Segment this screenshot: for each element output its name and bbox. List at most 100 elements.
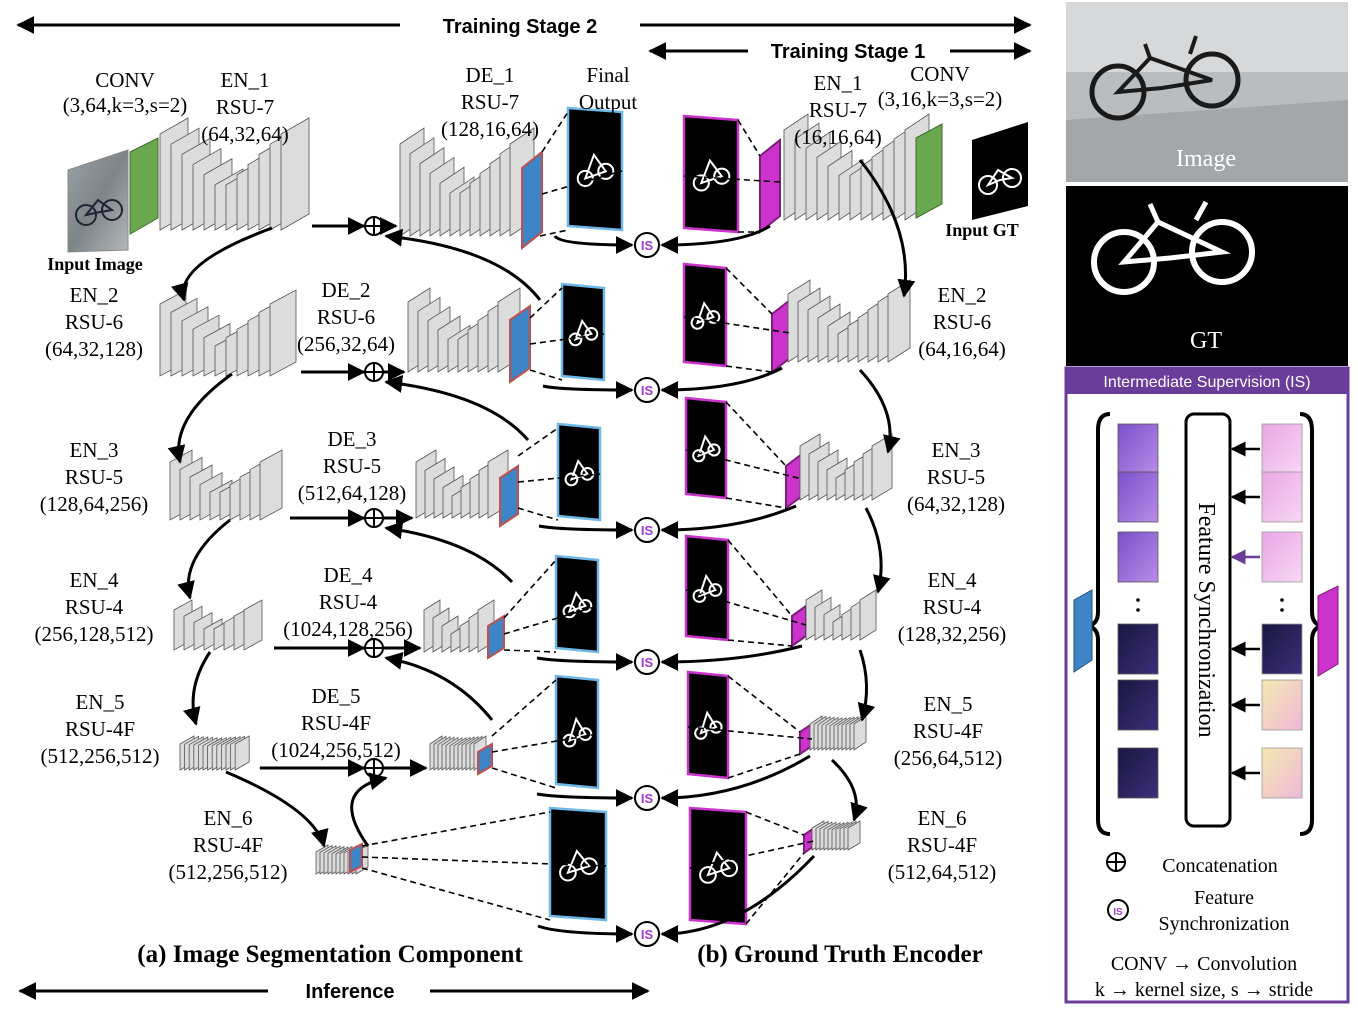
gt-dash-top-3 — [725, 401, 787, 467]
left-decoder-de5-label-line-2: RSU-4F — [301, 711, 371, 735]
caption-ground-truth-encoder: (b) Ground Truth Encoder — [697, 941, 982, 968]
gt-encoder-en3-label-line-1: EN_3 — [932, 438, 981, 462]
is-gt-feature-map-5 — [1261, 679, 1303, 731]
gt-dash-top-4 — [727, 539, 793, 617]
inference-label: Inference — [306, 981, 395, 1003]
concat-node-2 — [364, 362, 384, 382]
legend-fs-label-1: Feature — [1194, 887, 1254, 909]
left-mask-dash-bot-6 — [361, 867, 551, 921]
is-gt-feature-map-2 — [1261, 471, 1303, 523]
left-decoder-de3-label-line-1: DE_3 — [328, 427, 377, 451]
left-decoder-de3-label-line-3: (512,64,128) — [298, 481, 407, 505]
conv-right-params: (3,16,k=3,s=2) — [878, 87, 1003, 111]
left-encoder-en4-label-line-3: (256,128,512) — [35, 622, 154, 646]
final-output-label-line-1: Final — [586, 63, 629, 87]
is-decoder-feature-map-2 — [1117, 471, 1159, 523]
is-gt-feature-map-4 — [1261, 623, 1303, 675]
is-arrow-from-right-2 — [660, 366, 783, 399]
is-decoder-feature-map-6 — [1117, 747, 1159, 799]
left-encoder-en1-label-line-3: (64,32,64) — [201, 122, 289, 146]
is-arrow-from-left-4 — [536, 652, 634, 671]
is-decoder-feature-map-3 — [1117, 531, 1159, 583]
left-encoder-en2-label-line-3: (64,32,128) — [45, 337, 143, 361]
is-node-6: IS — [634, 921, 660, 947]
left-decoder-de1 — [399, 127, 535, 237]
left-encoder-en1-label-line-1: EN_1 — [221, 68, 270, 92]
left-decoder-de4-label-line-3: (1024,128,256) — [283, 617, 413, 641]
gt-dash-bot-3 — [725, 497, 787, 509]
gt-side-feature-4 — [791, 604, 807, 648]
decoder-side-output-3 — [499, 464, 519, 528]
left-mask-dash-bot-1 — [539, 229, 569, 237]
inference-arrow: Inference — [18, 981, 650, 1003]
left-mask-dash-mid-4 — [503, 605, 599, 635]
left-encoder-en2 — [159, 289, 297, 377]
gt-encoder-en3-label-line-3: (64,32,128) — [907, 492, 1005, 516]
gt-input-mask-2 — [682, 262, 728, 368]
gt-dash-mid-6 — [689, 840, 815, 869]
sample-image-panel: Image — [1066, 2, 1348, 182]
left-encoder-en3-label-line-2: RSU-5 — [65, 465, 123, 489]
right-downsample-arrow-2 — [858, 368, 901, 454]
training-stage-2-arrow: Training Stage 2 — [16, 16, 1032, 38]
sample-gt-panel: GT — [1066, 186, 1348, 366]
left-decoder-de1-label-line-1: DE_1 — [466, 63, 515, 87]
is-gt-side-feature — [1317, 585, 1339, 677]
gt-input-mask-6 — [688, 806, 748, 926]
en6-side-output — [349, 842, 363, 874]
left-encoder-en3-label-line-3: (128,64,256) — [40, 492, 149, 516]
is-node-4: IS — [634, 649, 660, 675]
training-stage-1-arrow: Training Stage 1 — [648, 41, 1032, 63]
is-gt-feature-map-1 — [1261, 423, 1303, 475]
gt-encoder-en1-label-line-3: (16,16,64) — [794, 125, 882, 149]
gt-input-mask-5 — [686, 670, 730, 780]
is-decoder-feature-map-5 — [1117, 679, 1159, 731]
ellipsis-dot-2 — [1136, 608, 1140, 612]
gt-dash-top-1 — [737, 119, 761, 157]
upsample-arrow-4 — [384, 652, 494, 721]
concat-node-1 — [364, 216, 384, 236]
decoder-side-output-4 — [487, 614, 505, 660]
gt-dash-mid-5 — [687, 726, 813, 740]
left-mask-dash-mid-5 — [491, 733, 599, 753]
gt-dash-bot-4 — [727, 639, 793, 647]
decoder-side-output-1 — [521, 149, 543, 251]
left-mask-dash-mid-3 — [517, 473, 601, 483]
is-decoder-feature-map-4 — [1117, 623, 1159, 675]
concat-node-4 — [364, 638, 384, 658]
svg-text:IS: IS — [641, 383, 654, 398]
is-arrow-from-left-2 — [542, 380, 634, 399]
gt-encoder-en5-label-line-1: EN_5 — [924, 692, 973, 716]
conv-left-title: CONV — [95, 68, 155, 92]
left-encoder-en2-label-line-2: RSU-6 — [65, 310, 123, 334]
is-arrow-from-left-5 — [536, 788, 634, 807]
is-gt-feature-map-6 — [1261, 747, 1303, 799]
feature-sync-label: Feature Synchronization — [1193, 502, 1219, 737]
upsample-arrow-2 — [384, 374, 530, 441]
is-gt-feature-map-3 — [1261, 531, 1303, 583]
left-mask-dash-mid-6 — [361, 856, 607, 867]
is-node-1: IS — [634, 232, 660, 258]
gt-dash-mid-2 — [683, 316, 791, 334]
right-downsample-arrow-4 — [857, 649, 876, 722]
is-symbol-icon: IS — [1107, 899, 1129, 921]
left-decoder-de1-label-line-2: RSU-7 — [461, 90, 519, 114]
gt-dash-bot-6 — [745, 852, 805, 925]
left-encoder-en2-label-line-1: EN_2 — [70, 283, 119, 307]
input-image-thumbnail — [67, 149, 129, 253]
left-mask-dash-bot-5 — [491, 767, 557, 789]
left-prediction-mask-1 — [566, 106, 624, 232]
gt-input-mask-4 — [684, 534, 730, 642]
gt-dash-top-6 — [745, 811, 805, 836]
left-encoder-en6-label-line-3: (512,256,512) — [169, 860, 288, 884]
panel-gt-label: GT — [1190, 328, 1222, 354]
is-header-label: Intermediate Supervision (IS) — [1103, 374, 1310, 391]
decoder-side-output-2 — [509, 304, 531, 384]
conv-layer-right — [915, 123, 943, 219]
left-downsample-arrow-4 — [182, 651, 212, 726]
left-decoder-de5-label-line-1: DE_5 — [312, 684, 361, 708]
upsample-arrow-5 — [350, 772, 388, 847]
left-mask-dash-bot-4 — [503, 649, 557, 653]
left-decoder-de4 — [423, 599, 495, 653]
left-prediction-mask-5 — [554, 674, 600, 790]
